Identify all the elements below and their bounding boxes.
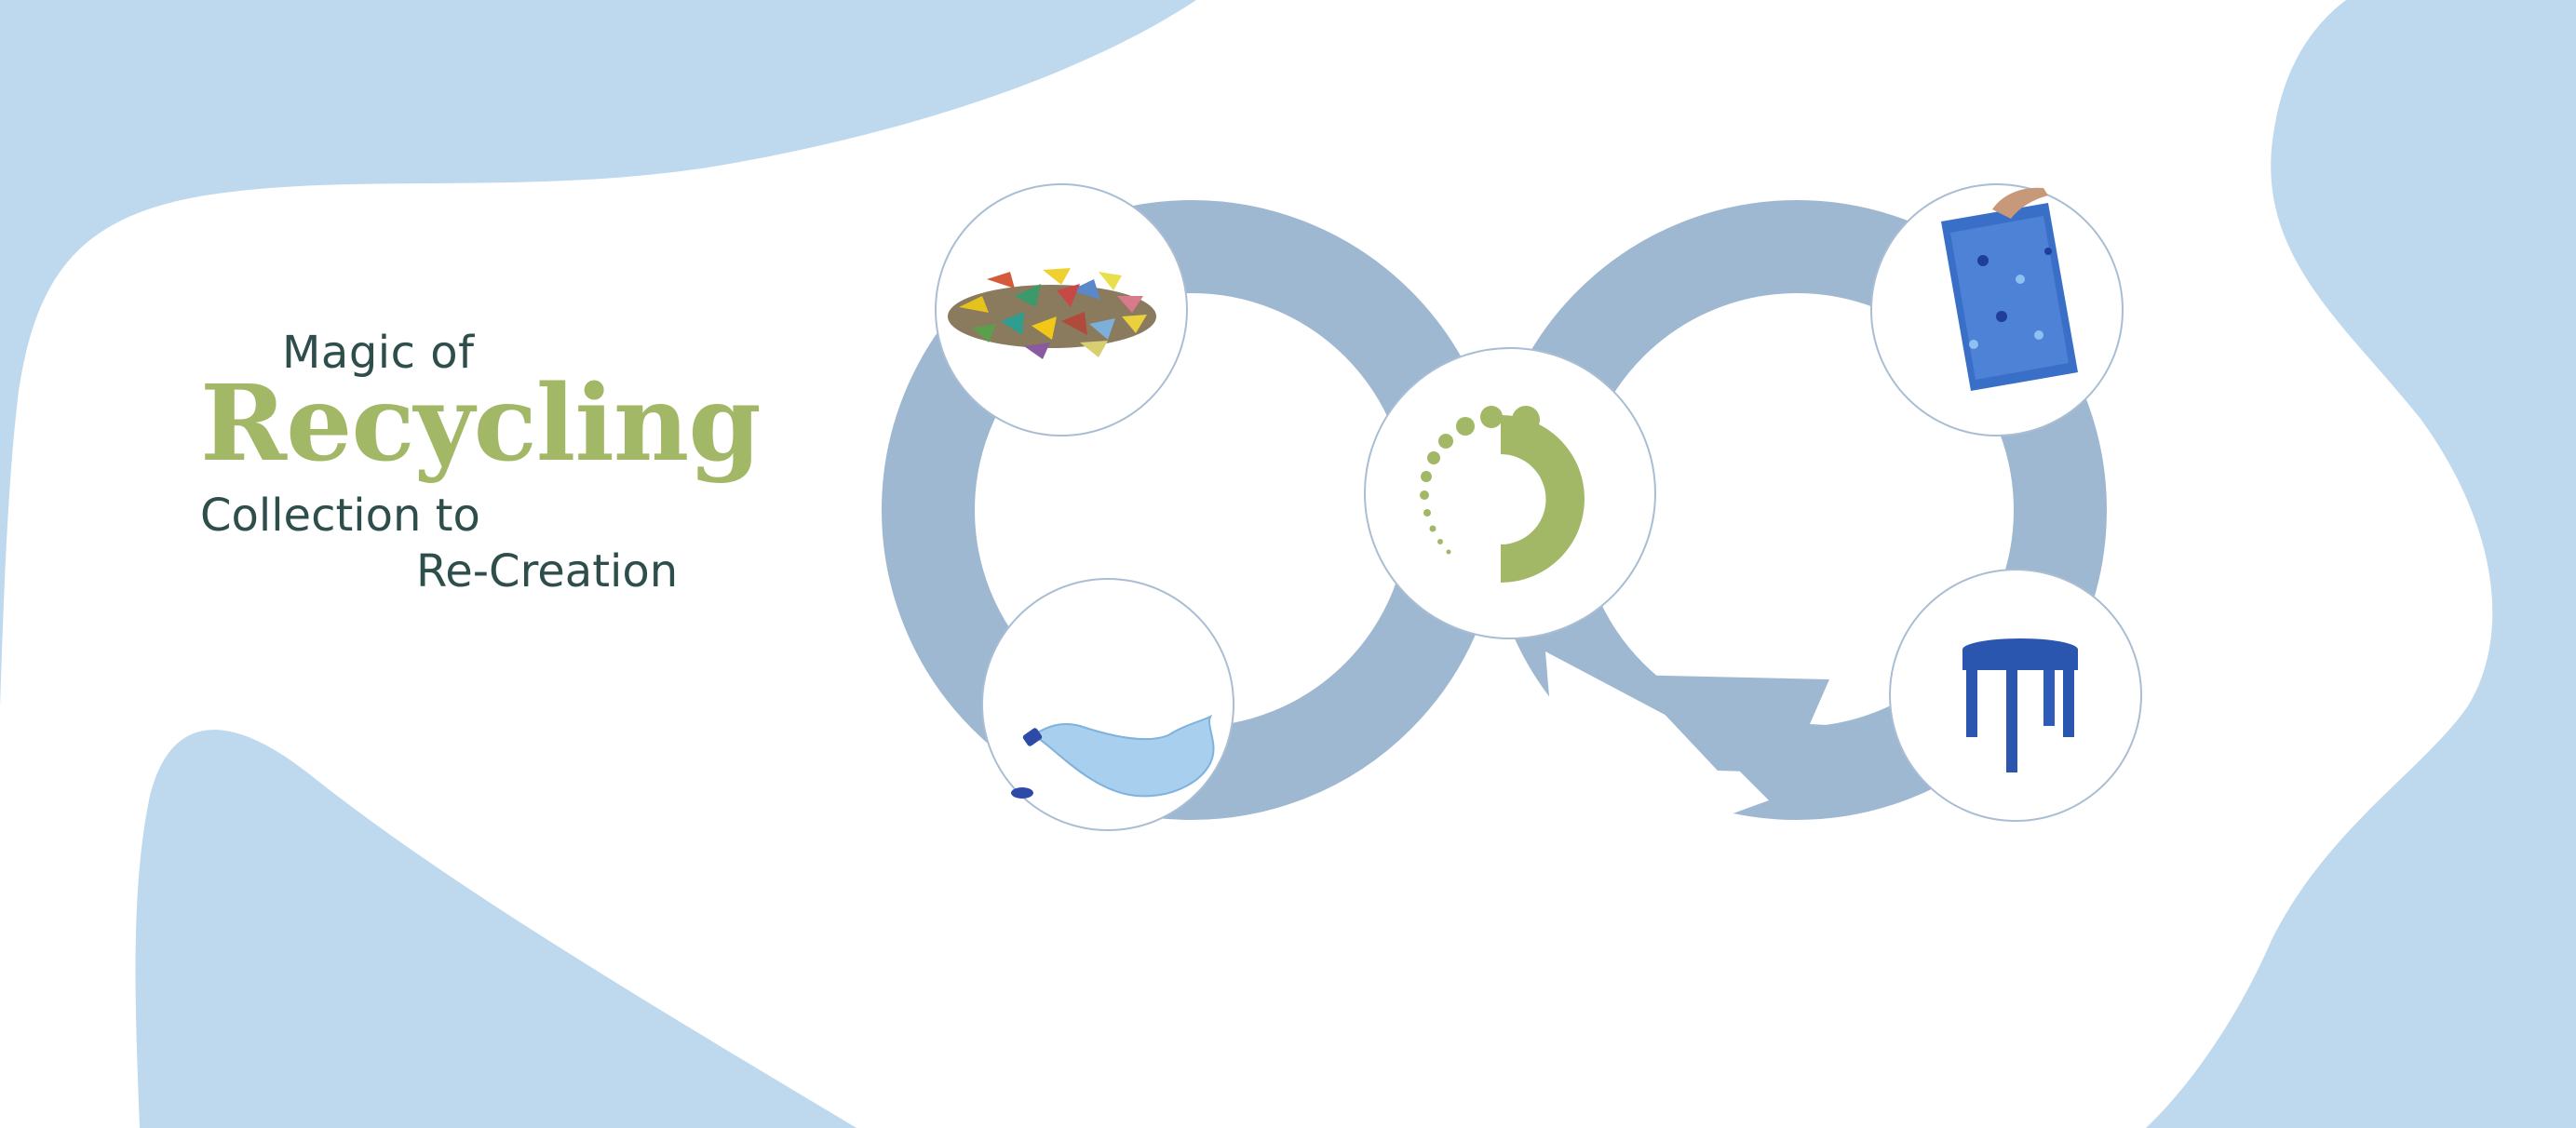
- recycled-sheet-icon: [1941, 187, 2078, 391]
- cycle-arrow-icon: [1627, 675, 1843, 774]
- plastic-bottle-icon: [1011, 714, 1215, 799]
- blob-top-left: [0, 0, 1196, 707]
- blob-right: [2146, 0, 2576, 1128]
- step-plastic-flakes: [935, 183, 1188, 436]
- plastic-flakes-icon: [959, 268, 1147, 359]
- recycling-logo-icon: [1420, 406, 1585, 583]
- title-line-1: Magic of: [282, 327, 475, 379]
- subtitle-line-1: Collection to: [200, 490, 480, 542]
- step-plastic-bottle: [981, 578, 1234, 831]
- blob-bottom-left: [135, 730, 857, 1128]
- step-recycled-sheet: [1870, 183, 2124, 436]
- step-recycled-stool: [1889, 569, 2142, 822]
- main-title: Recycling: [200, 363, 762, 485]
- title-block: Magic of Recycling Collection to Re-Crea…: [0, 0, 838, 651]
- ring-gap: [1545, 651, 1769, 875]
- step-logo: [1364, 347, 1656, 639]
- subtitle-line-2: Re-Creation: [416, 545, 679, 598]
- recycled-stool-icon: [1962, 638, 2078, 772]
